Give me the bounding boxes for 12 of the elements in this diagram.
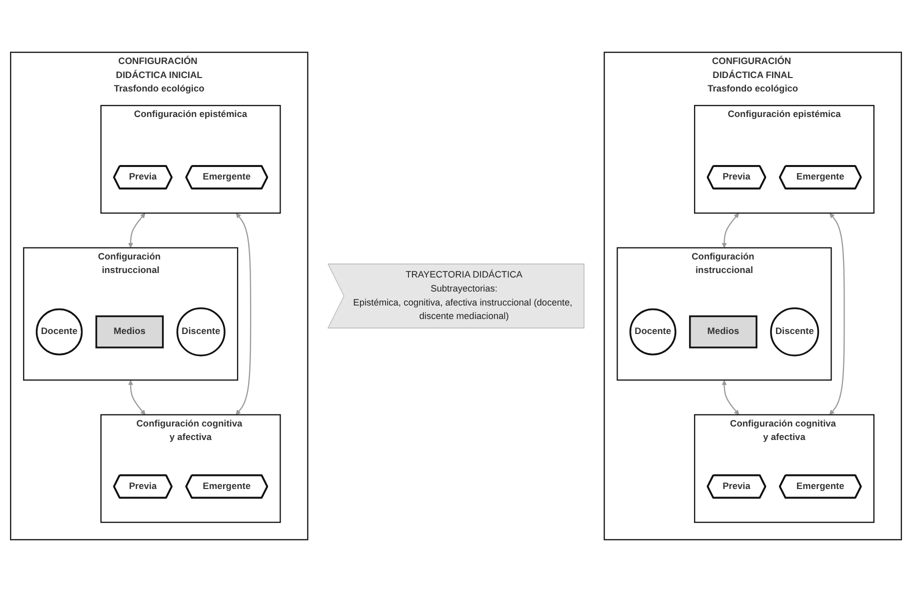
node-circle: Discente <box>176 307 226 356</box>
arrow <box>722 380 740 415</box>
arrow <box>128 213 146 248</box>
node-circle: Discente <box>770 307 820 356</box>
node-box: Medios <box>689 315 758 348</box>
node-circle: Docente <box>36 308 83 356</box>
arrow <box>829 213 845 415</box>
node-circle: Docente <box>629 308 676 356</box>
arrow <box>722 213 739 248</box>
arrow <box>128 380 146 415</box>
arrow <box>236 213 252 415</box>
node-box: Medios <box>95 315 164 348</box>
